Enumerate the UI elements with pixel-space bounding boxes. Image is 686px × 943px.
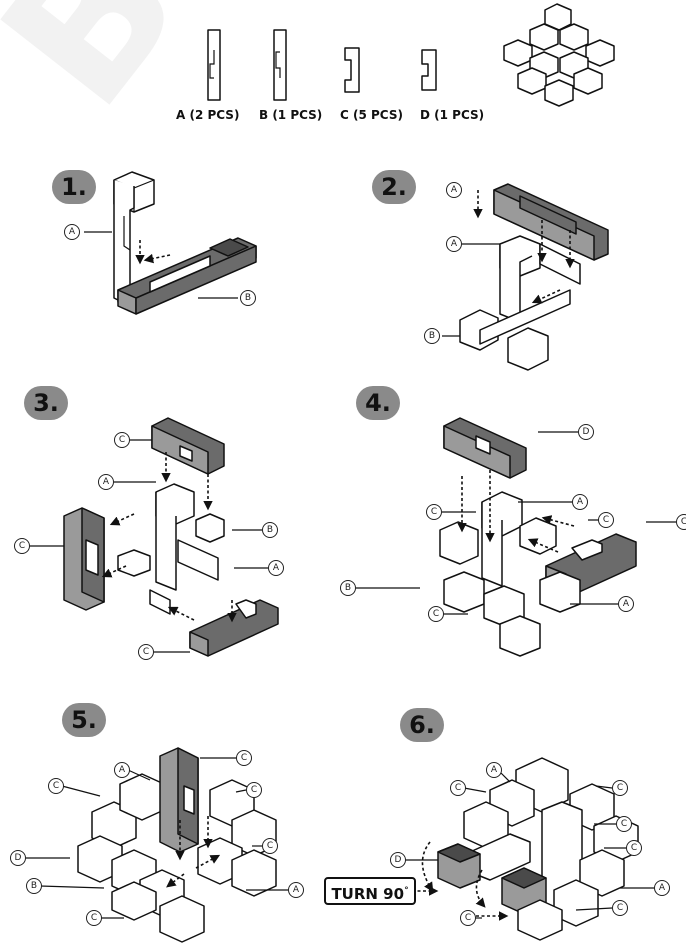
step-5-number: 5. [62, 703, 106, 737]
step-4-diagram [356, 417, 676, 657]
part-tag: C [450, 780, 466, 796]
piece-b-label: B (1 PCS) [259, 108, 323, 122]
part-tag: C [138, 644, 154, 660]
piece-a-icon [207, 29, 221, 101]
step-2-diagram [442, 183, 609, 371]
part-tag: B [424, 328, 440, 344]
part-tag: C [236, 750, 252, 766]
part-tag: A [618, 596, 634, 612]
part-tag: A [64, 224, 80, 240]
part-tag: C [612, 900, 628, 916]
part-tag: C [262, 838, 278, 854]
part-tag: C [86, 910, 102, 926]
step-3-number: 3. [24, 386, 68, 420]
step-4-number: 4. [356, 386, 400, 420]
part-tag: C [114, 432, 130, 448]
part-tag: A [114, 762, 130, 778]
part-tag: B [26, 878, 42, 894]
piece-c-icon [344, 47, 360, 93]
part-tag: A [654, 880, 670, 896]
part-tag: C [426, 504, 442, 520]
part-tag: C [598, 512, 614, 528]
piece-c-label: C (5 PCS) [340, 108, 403, 122]
piece-d-icon [421, 49, 437, 91]
turn-text: TURN 90 [331, 885, 405, 903]
degree-symbol: ° [404, 886, 409, 896]
part-tag: B [262, 522, 278, 538]
part-tag: A [572, 494, 588, 510]
part-tag: C [48, 778, 64, 794]
part-tag: B [240, 290, 256, 306]
step-2-number: 2. [372, 170, 416, 204]
step-6-number: 6. [400, 708, 444, 742]
part-tag: A [486, 762, 502, 778]
turn-90-label: TURN 90° [324, 877, 416, 905]
part-tag: A [268, 560, 284, 576]
step-5-diagram [26, 747, 288, 943]
part-tag: D [10, 850, 26, 866]
part-tag: A [446, 182, 462, 198]
part-tag: B [340, 580, 356, 596]
part-tag: C [246, 782, 262, 798]
part-tag: A [288, 882, 304, 898]
part-tag: C [612, 780, 628, 796]
piece-b-icon [273, 29, 287, 101]
part-tag: D [578, 424, 594, 440]
part-tag: C [626, 840, 642, 856]
part-tag: C [428, 606, 444, 622]
part-tag: A [446, 236, 462, 252]
step-3-diagram [30, 417, 279, 657]
part-tag: C [460, 910, 476, 926]
step-1-number: 1. [52, 170, 96, 204]
part-tag: A [98, 474, 114, 490]
piece-a-label: A (2 PCS) [176, 108, 240, 122]
part-tag: D [390, 852, 406, 868]
step-1-diagram [84, 171, 257, 315]
part-tag: C [676, 514, 686, 530]
part-tag: C [14, 538, 30, 554]
finished-puzzle-icon [503, 3, 615, 107]
piece-d-label: D (1 PCS) [420, 108, 485, 122]
part-tag: C [616, 816, 632, 832]
